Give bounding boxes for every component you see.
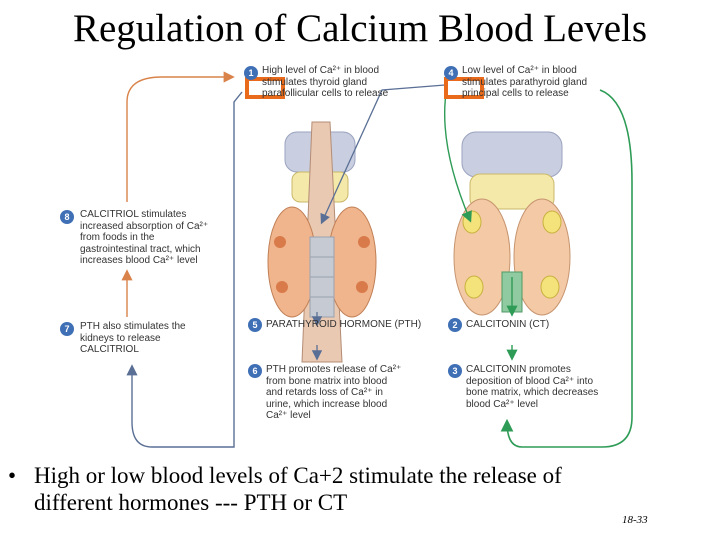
- step-5-badge: 5: [248, 318, 262, 332]
- step-8-text: CALCITRIOL stimulates increased absorpti…: [80, 209, 220, 267]
- step-1-text: High level of Ca²⁺ in blood stimulates t…: [262, 65, 412, 100]
- step-2-badge: 2: [448, 318, 462, 332]
- step-3-text: CALCITONIN promotes deposition of blood …: [466, 364, 606, 410]
- step-6-badge: 6: [248, 364, 262, 378]
- bullet-line-2: different hormones --- PTH or CT: [20, 489, 710, 516]
- slide-title: Regulation of Calcium Blood Levels: [0, 6, 720, 51]
- bullet-line-1: High or low blood levels of Ca+2 stimula…: [20, 462, 710, 489]
- bullet-dot-icon: •: [8, 462, 16, 489]
- left-loop-arrow: [132, 92, 242, 447]
- step-7-badge: 7: [60, 322, 74, 336]
- step-3-badge: 3: [448, 364, 462, 378]
- step-8-badge: 8: [60, 210, 74, 224]
- step-6-text: PTH promotes release of Ca²⁺ from bone m…: [266, 364, 406, 422]
- step-5-text: PARATHYROID HORMONE (PTH): [266, 319, 436, 331]
- calcium-regulation-diagram: 1 High level of Ca²⁺ in blood stimulates…: [52, 62, 652, 450]
- bullet-point: • High or low blood levels of Ca+2 stimu…: [20, 462, 710, 516]
- step-4-text: Low level of Ca²⁺ in blood stimulates pa…: [462, 65, 622, 100]
- step-1-badge: 1: [244, 66, 258, 80]
- step-2-text: CALCITONIN (CT): [466, 319, 616, 331]
- calcitriol-loop-arrow: [127, 77, 232, 202]
- step-7-text: PTH also stimulates the kidneys to relea…: [80, 321, 220, 356]
- slide-number: 18-33: [622, 514, 648, 526]
- step-4-badge: 4: [444, 66, 458, 80]
